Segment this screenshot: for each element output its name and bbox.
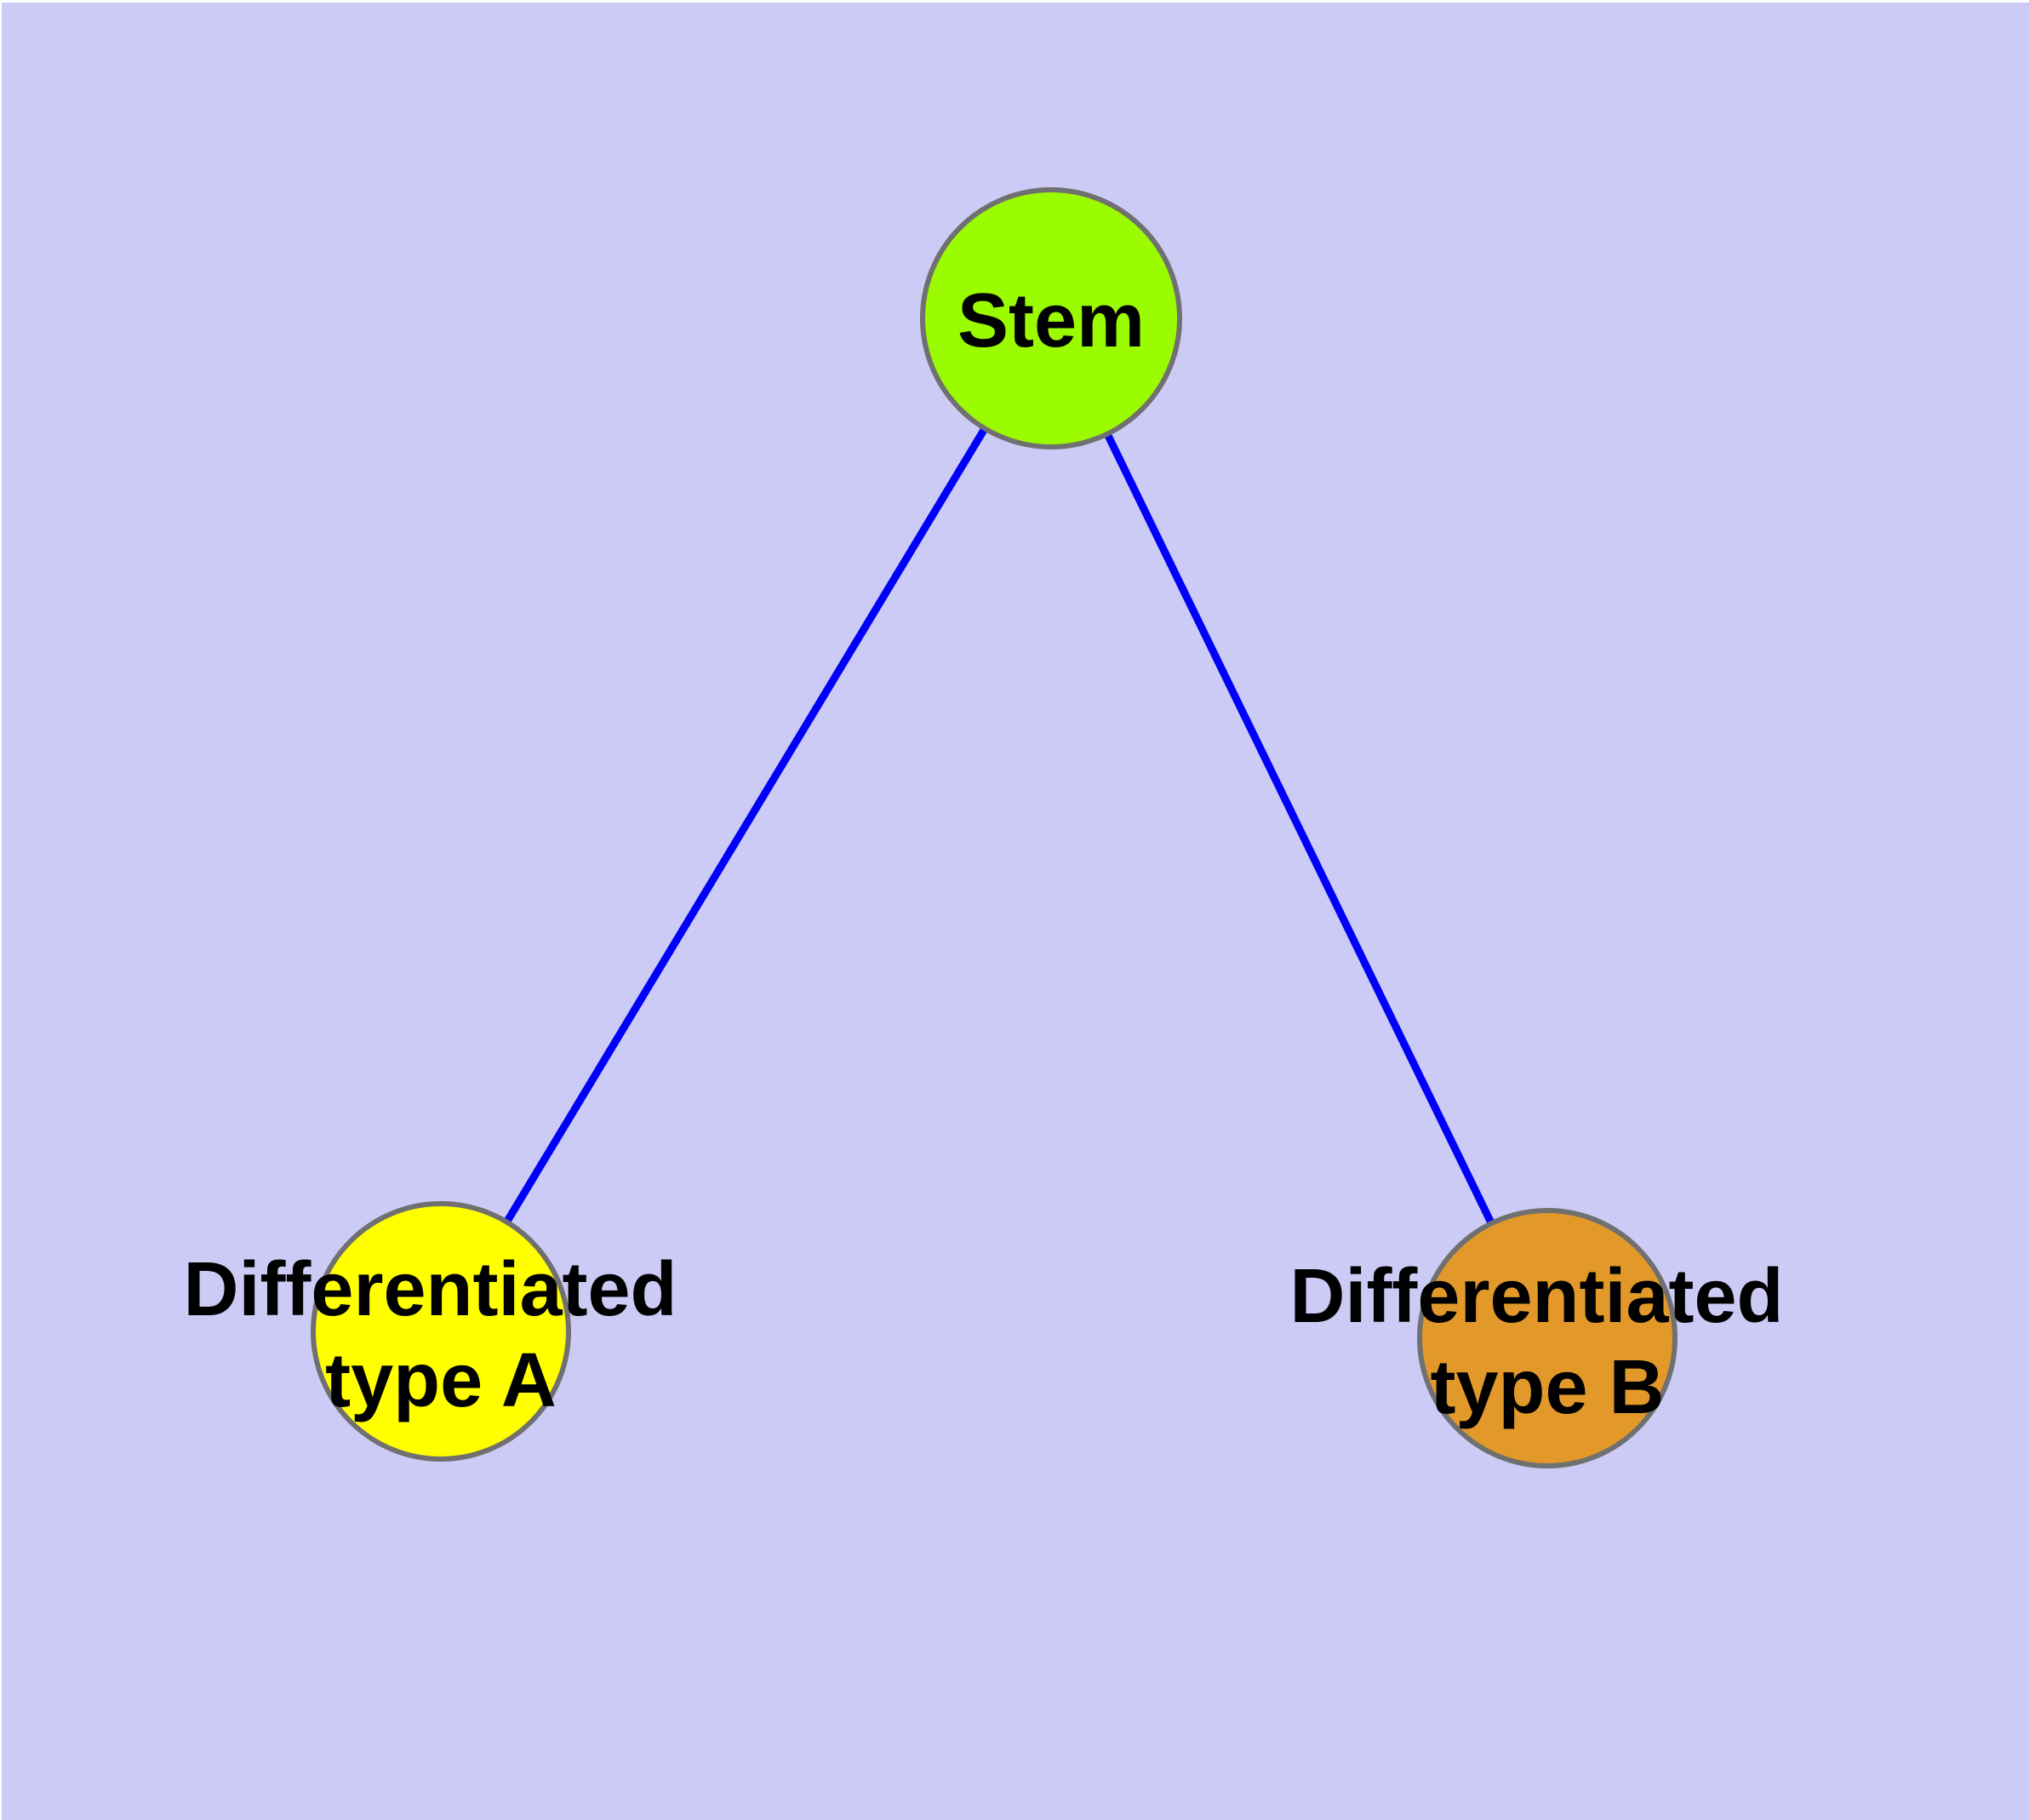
stem-node-label: Stem (957, 278, 1145, 363)
stem-node-circle (920, 187, 1182, 449)
edge-stem-to-type-a (437, 314, 1055, 1336)
edges (437, 314, 1552, 1342)
margin-strip-top (0, 0, 2029, 3)
type-b-label-line-1: Differentiated (1289, 1254, 1783, 1339)
edge-stem-to-type-b (1047, 314, 1552, 1342)
type-a-label-line-2: type A (325, 1338, 557, 1423)
node-differentiated-type-b: Differentiated type B (1289, 1208, 1804, 1468)
type-a-node-circle (311, 1201, 571, 1462)
type-b-label-line-2: type B (1430, 1345, 1664, 1430)
margin-strip-left (0, 0, 2, 1820)
type-a-label-line-1: Differentiated (183, 1247, 677, 1332)
type-b-node-label: Differentiated type B (1289, 1254, 1804, 1430)
type-b-node-circle (1417, 1208, 1677, 1468)
node-stem: Stem (920, 187, 1182, 449)
node-differentiated-type-a: Differentiated type A (183, 1201, 698, 1462)
type-a-node-label: Differentiated type A (183, 1247, 698, 1423)
